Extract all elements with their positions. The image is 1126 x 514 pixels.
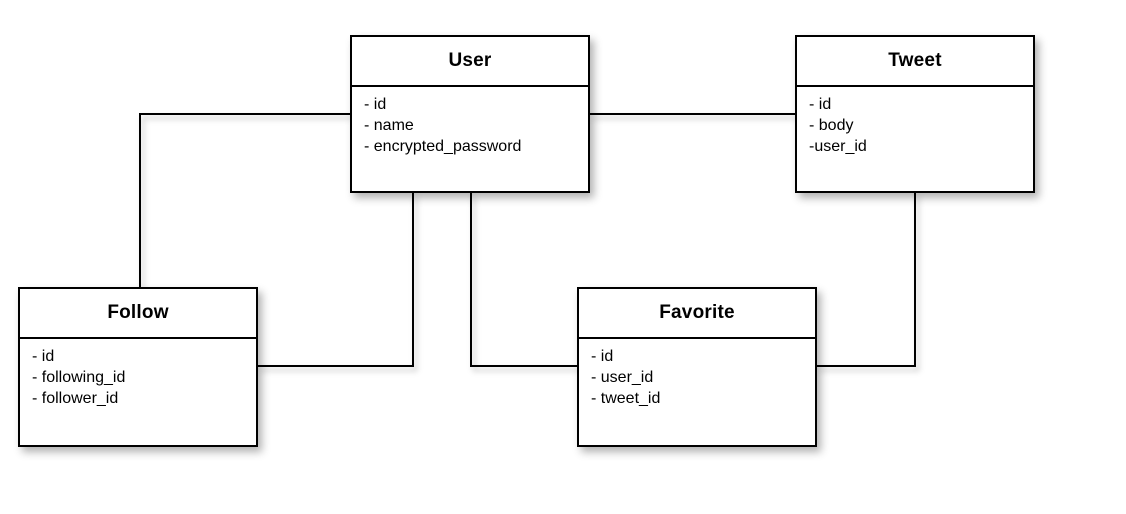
entity-field: - user_id <box>591 369 654 386</box>
entity-field: -user_id <box>809 138 867 155</box>
entity-title: Follow <box>20 289 256 339</box>
entity-field: - follower_id <box>32 390 119 407</box>
entity-field: - encrypted_password <box>364 138 522 155</box>
entity-field: - id <box>809 96 832 113</box>
entity-tweet[interactable]: Tweet - id - body -user_id <box>795 35 1035 193</box>
entity-field: - id <box>364 96 387 113</box>
entity-field-list: - id - name - encrypted_password <box>352 87 588 164</box>
entity-title: User <box>352 37 588 87</box>
connector-user-follow-bottom[interactable] <box>258 193 414 367</box>
entity-field: - tweet_id <box>591 390 661 407</box>
entity-title: Favorite <box>579 289 815 339</box>
entity-field: - id <box>591 348 614 365</box>
entity-field: - name <box>364 117 414 134</box>
connector-user-favorite[interactable] <box>470 193 577 367</box>
entity-favorite[interactable]: Favorite - id - user_id - tweet_id <box>577 287 817 447</box>
entity-field: - id <box>32 348 55 365</box>
connector-tweet-favorite[interactable] <box>817 193 916 367</box>
entity-follow[interactable]: Follow - id - following_id - follower_id <box>18 287 258 447</box>
entity-field: - body <box>809 117 854 134</box>
entity-field-list: - id - body -user_id <box>797 87 1033 164</box>
entity-user[interactable]: User - id - name - encrypted_password <box>350 35 590 193</box>
entity-field-list: - id - following_id - follower_id <box>20 339 256 416</box>
entity-field: - following_id <box>32 369 126 386</box>
connector-user-follow-left[interactable] <box>139 113 350 287</box>
entity-field-list: - id - user_id - tweet_id <box>579 339 815 416</box>
entity-title: Tweet <box>797 37 1033 87</box>
